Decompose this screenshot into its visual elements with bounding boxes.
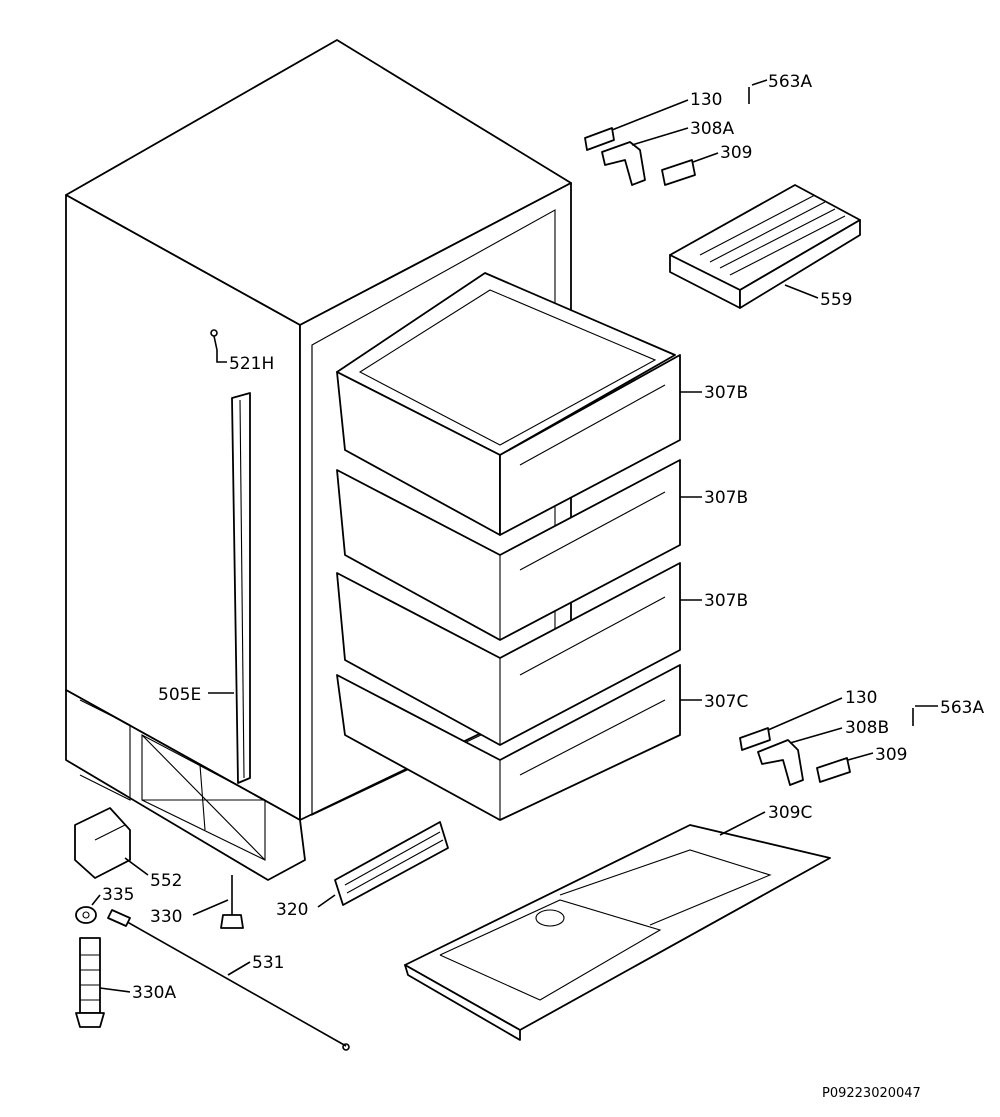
label-335: 335 bbox=[102, 885, 134, 905]
label-130-top: 130 bbox=[690, 90, 722, 110]
drawer-307b-2 bbox=[336, 459, 681, 641]
foot-330 bbox=[220, 875, 244, 929]
label-130-bottom: 130 bbox=[845, 688, 877, 708]
label-563a-top: 563A bbox=[768, 72, 812, 92]
ice-tray-559 bbox=[669, 184, 861, 309]
base-tray-309c bbox=[404, 824, 831, 1041]
label-309-top: 309 bbox=[720, 143, 752, 163]
bolt-330a bbox=[75, 937, 105, 1028]
label-330: 330 bbox=[150, 907, 182, 927]
label-521h: 521H bbox=[229, 354, 274, 374]
vent-grille-320 bbox=[334, 821, 449, 906]
label-309-bottom: 309 bbox=[875, 745, 907, 765]
leader-lines bbox=[91, 79, 938, 993]
drawer-307c bbox=[336, 664, 681, 821]
hinge-set-top bbox=[584, 87, 750, 186]
drawer-307b-3 bbox=[336, 562, 681, 746]
screw-521h bbox=[210, 329, 218, 351]
bracket-552 bbox=[74, 807, 131, 879]
label-308a: 308A bbox=[690, 119, 734, 139]
rod-531 bbox=[107, 909, 350, 1051]
label-559: 559 bbox=[820, 290, 852, 310]
label-330a: 330A bbox=[132, 983, 176, 1003]
label-308b: 308B bbox=[845, 718, 889, 738]
reference-code: P09223020047 bbox=[822, 1086, 921, 1101]
label-320: 320 bbox=[276, 900, 308, 920]
label-552: 552 bbox=[150, 871, 182, 891]
label-309c: 309C bbox=[768, 803, 812, 823]
label-307b-3: 307B bbox=[704, 591, 748, 611]
label-307c: 307C bbox=[704, 692, 748, 712]
label-307b-1: 307B bbox=[704, 383, 748, 403]
label-531: 531 bbox=[252, 953, 284, 973]
label-563a-bottom: 563A bbox=[940, 698, 984, 718]
label-505e: 505E bbox=[158, 685, 201, 705]
drawer-307b-1 bbox=[336, 272, 681, 536]
label-307b-2: 307B bbox=[704, 488, 748, 508]
nut-335 bbox=[75, 906, 97, 924]
hinge-set-bottom bbox=[739, 708, 914, 786]
door-seal-505e bbox=[231, 392, 251, 784]
